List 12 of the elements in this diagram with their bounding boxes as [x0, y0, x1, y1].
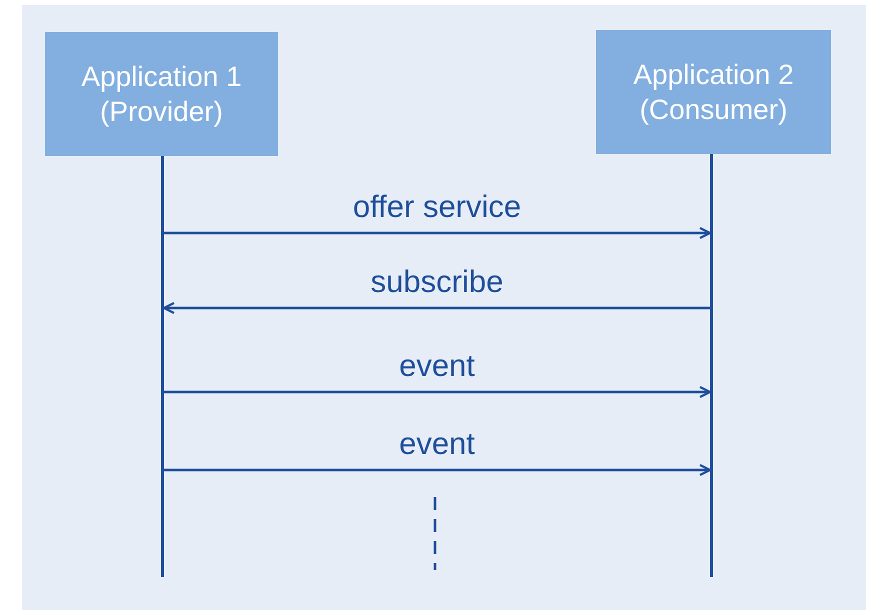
edge-label: event [399, 350, 475, 381]
message-arrow [164, 226, 712, 240]
message-arrow [164, 386, 712, 398]
participant-box: Application 1 (Provider) [45, 32, 278, 156]
message-arrow [164, 464, 712, 476]
lifeline [161, 156, 164, 577]
participant-box: Application 2 (Consumer) [596, 30, 831, 154]
edge-label: offer service [352, 191, 522, 222]
lifeline [710, 154, 713, 577]
message-arrow [162, 302, 710, 314]
edge-label: event [399, 428, 475, 459]
edge-label: subscribe [370, 266, 504, 297]
